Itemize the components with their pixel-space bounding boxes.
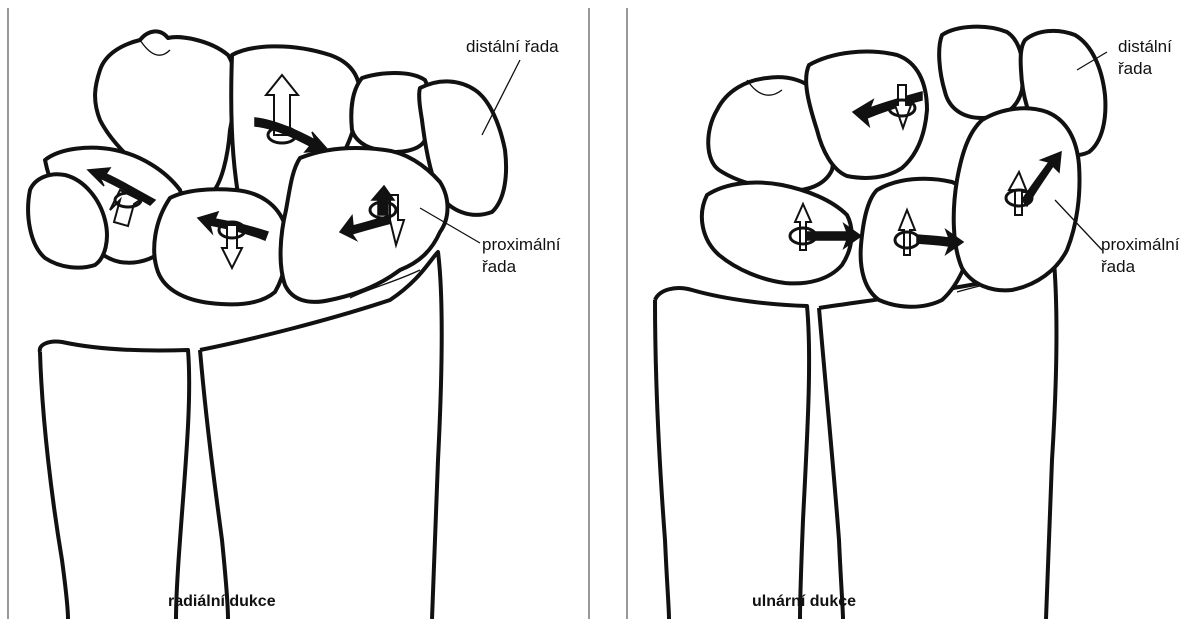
radial-deviation-caption: radiální dukce [168,593,276,611]
ulna-left-edge-right [819,308,843,619]
distal-row-pointer [482,60,520,135]
proximal-row-label-line1: proximální [482,234,560,256]
distal-row-label: distální řada [466,36,559,58]
distal-row-label-line2-right: řada [1118,58,1152,80]
radius-bone-right [655,288,809,619]
radius-bone [40,342,189,619]
distal-row-label-line1-right: distální [1118,36,1172,58]
right-wrist-drawing [597,0,1194,619]
ulna-bone [200,252,442,619]
hamate-bone [351,73,429,152]
radius-left-edge-right [655,300,669,619]
proximal-row-label-line2-right: řada [1101,256,1135,278]
proximal-row-label-line1-right: proximální [1101,234,1179,256]
lunate-bone [154,189,287,304]
ulnar-deviation-caption: ulnární dukce [752,593,856,611]
ulna-left-edge [200,350,228,619]
left-wrist-drawing [0,0,597,619]
radial-deviation-panel: distální řada proximální řada radiální d… [0,0,597,619]
hamate-bone-right [939,27,1023,118]
proximal-row-label-line2: řada [482,256,516,278]
ulnar-deviation-panel: distální řada proximální řada ulnární du… [597,0,1194,619]
